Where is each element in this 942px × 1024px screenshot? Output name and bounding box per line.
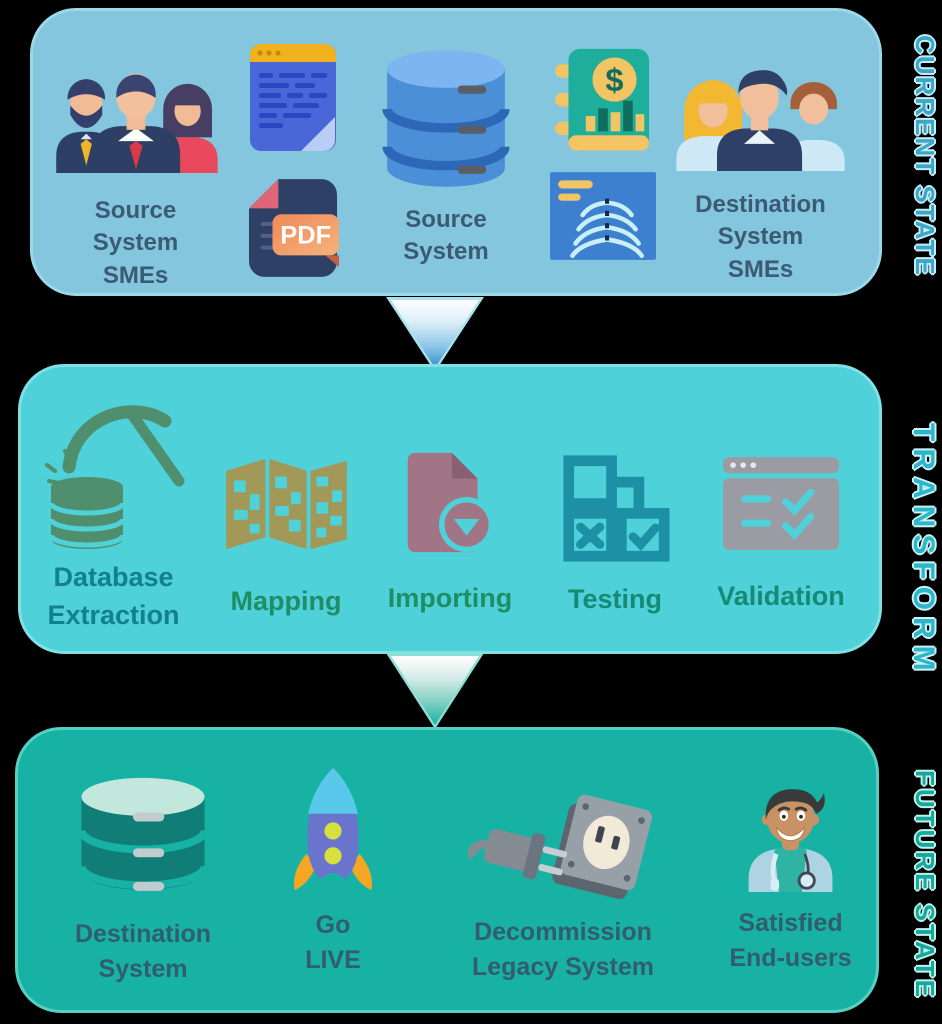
decommission-label: Decommission Legacy System bbox=[471, 918, 655, 981]
satisfied-users-label: Satisfied End-users bbox=[729, 909, 852, 972]
pdf-badge-text: PDF bbox=[280, 222, 331, 250]
source-database-icon bbox=[382, 50, 510, 187]
testing-group: Testing bbox=[541, 451, 689, 619]
testing-flow-icon bbox=[563, 455, 670, 562]
importing-file-icon bbox=[407, 452, 495, 553]
mapping-group: Mapping bbox=[211, 455, 361, 621]
database-extraction-pickaxe-icon bbox=[44, 405, 184, 549]
importing-label: Importing bbox=[387, 583, 513, 613]
down-arrow-current-to-transform bbox=[391, 300, 479, 368]
source-system-label: Source System bbox=[403, 206, 489, 266]
database-extraction-label: Database Extraction bbox=[47, 562, 180, 630]
testing-label: Testing bbox=[568, 584, 662, 614]
current-state-side-label: CURRENT STATE bbox=[910, 35, 940, 277]
dollar-sign-glyph: $ bbox=[605, 61, 623, 98]
down-arrow-transform-to-future bbox=[391, 656, 479, 725]
finance-book-icon: $ bbox=[555, 48, 650, 151]
database-extraction-group: Database Extraction bbox=[21, 387, 206, 635]
future-state-side-label: FUTURE STATE bbox=[910, 769, 940, 1001]
destination-system-group: Destination System bbox=[43, 770, 243, 987]
source-smes-label: Source System SMEs bbox=[92, 197, 179, 289]
rocket-icon bbox=[294, 767, 372, 891]
destination-smes-people-icon bbox=[676, 70, 845, 171]
go-live-group: Go LIVE bbox=[263, 766, 403, 978]
validation-group: Validation bbox=[696, 457, 866, 616]
destination-smes-group: Destination System SMEs bbox=[663, 53, 858, 286]
xray-icon bbox=[550, 172, 656, 260]
source-smes-group: Source System SMEs bbox=[43, 51, 228, 292]
doctor-icon bbox=[748, 789, 832, 892]
pdf-file-icon: PDF bbox=[249, 179, 339, 277]
importing-group: Importing bbox=[376, 451, 524, 618]
destination-system-label: Destination System bbox=[74, 920, 212, 983]
transform-side-label: TRANSFORM bbox=[907, 422, 940, 678]
source-smes-people-icon bbox=[55, 73, 218, 173]
unplug-socket-icon bbox=[468, 794, 652, 900]
decommission-group: Decommission Legacy System bbox=[433, 788, 693, 985]
transform-panel: Database Extraction Mapping bbox=[18, 364, 882, 654]
document-icon bbox=[250, 44, 336, 151]
destination-database-icon bbox=[77, 777, 209, 891]
destination-smes-label: Destination System SMEs bbox=[695, 191, 826, 283]
current-state-panel: Source System SMEs bbox=[30, 8, 882, 296]
documents-group: PDF bbox=[248, 41, 340, 277]
validation-checklist-icon bbox=[723, 457, 839, 550]
satisfied-users-group: Satisfied End-users bbox=[708, 772, 873, 976]
map-icon bbox=[226, 458, 347, 550]
go-live-label: Go LIVE bbox=[305, 911, 361, 974]
source-system-group: Source System bbox=[373, 43, 519, 269]
validation-label: Validation bbox=[717, 581, 845, 611]
future-state-panel: Destination System Go LIVE bbox=[15, 727, 879, 1013]
records-group: $ bbox=[543, 47, 663, 260]
mapping-label: Mapping bbox=[230, 586, 342, 616]
